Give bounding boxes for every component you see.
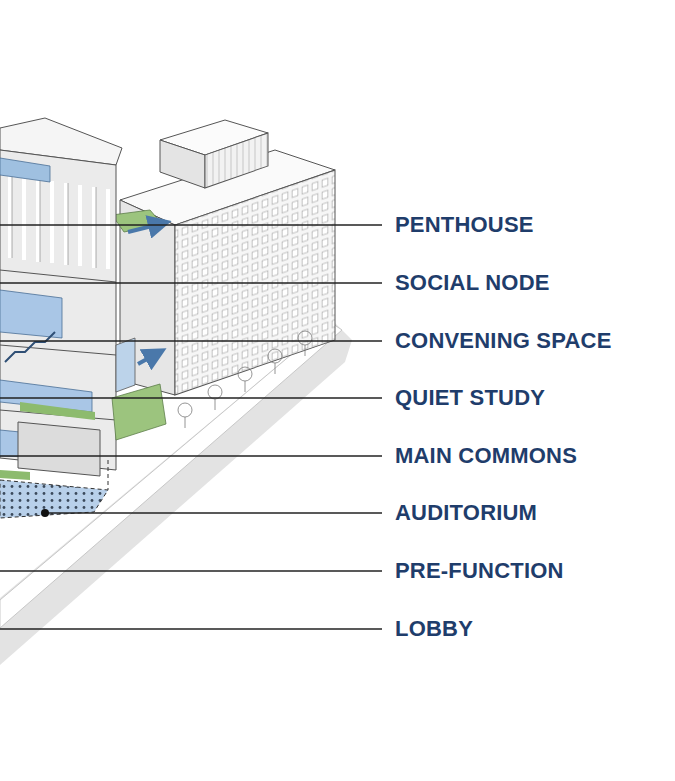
entry-volume (18, 422, 100, 476)
floor-line (0, 345, 116, 355)
left-building (0, 118, 166, 480)
space-label: SOCIAL NODE (395, 272, 550, 294)
space-label: AUDITORIUM (395, 502, 537, 524)
street-trees (178, 331, 312, 428)
tower-facade (0, 150, 116, 470)
right-building (112, 120, 335, 395)
space-label: QUIET STUDY (395, 387, 545, 409)
space-label: MAIN COMMONS (395, 445, 577, 467)
leader-dot (41, 509, 49, 517)
floor-line (0, 270, 116, 282)
dashed-edge (108, 460, 109, 490)
space-label: CONVENING SPACE (395, 330, 612, 352)
view-arrow (138, 354, 156, 364)
stair (5, 332, 55, 362)
blue-space (0, 158, 50, 182)
blue-space (0, 290, 62, 338)
space-label: LOBBY (395, 618, 473, 640)
glass-corner (116, 338, 135, 392)
penthouse-side (160, 140, 205, 188)
tower-columns (10, 175, 108, 269)
space-label: PRE-FUNCTION (395, 560, 564, 582)
green-wall (20, 402, 95, 420)
penthouse-facade (205, 133, 268, 188)
space-label: PENTHOUSE (395, 214, 534, 236)
tower-column-edges (12, 175, 96, 268)
leader-lines (0, 225, 382, 629)
roof-garden (112, 210, 162, 232)
green-wall (0, 470, 30, 480)
planter (112, 384, 166, 440)
